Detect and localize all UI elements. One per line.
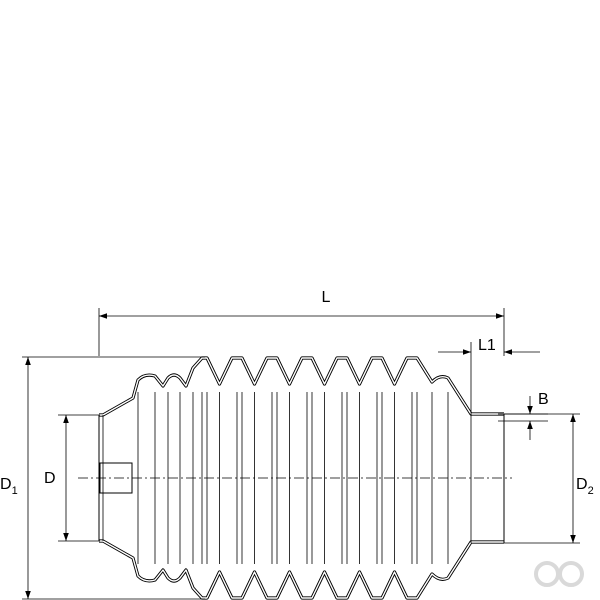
label-L: L — [322, 289, 331, 306]
dimension-D2: D2 — [504, 413, 594, 544]
inner-sleeve — [99, 462, 133, 494]
dimension-L: L — [98, 289, 505, 356]
infinity-logo-icon — [534, 561, 584, 587]
bellows-bottom-profile-inner — [99, 540, 504, 599]
label-L1: L1 — [478, 337, 496, 354]
bellows-bottom-profile — [99, 539, 504, 600]
label-D: D — [44, 470, 56, 487]
dimension-D: D — [44, 414, 100, 542]
label-B: B — [538, 391, 549, 408]
bellows-top-profile — [99, 356, 504, 417]
dimension-D1: D1 — [0, 356, 205, 600]
bellows-top-profile-inner — [99, 357, 504, 416]
label-D2: D2 — [576, 476, 594, 497]
dimension-B: B — [498, 391, 549, 440]
dimension-L1: L1 — [438, 337, 540, 416]
label-D1: D1 — [0, 476, 18, 497]
